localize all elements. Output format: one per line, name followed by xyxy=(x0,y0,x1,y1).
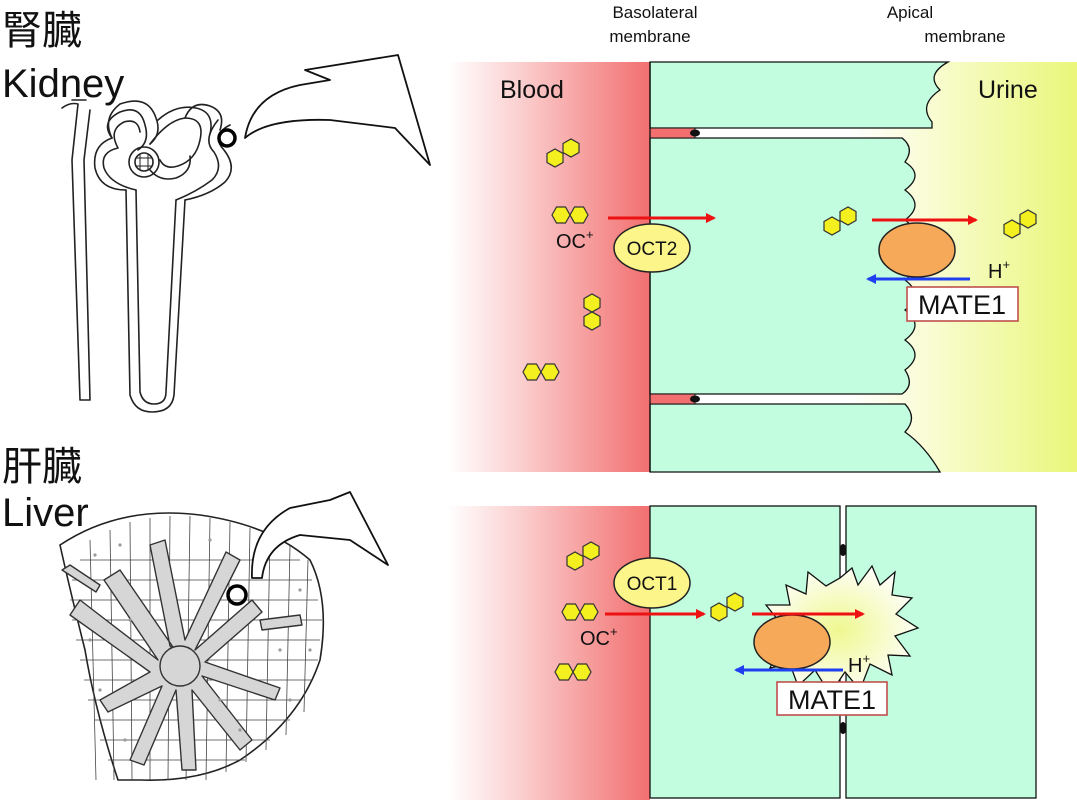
kidney-oc-label: OC+ xyxy=(556,227,594,253)
blood-label: Blood xyxy=(500,76,564,104)
liver-mate1-transporter xyxy=(753,614,831,670)
liver-title-ja: 肝臓 xyxy=(2,445,82,489)
oct2-transporter xyxy=(613,223,691,273)
oct1-transporter xyxy=(613,557,691,609)
kidney-mate1-label: MATE1 xyxy=(918,290,1006,320)
liver-lobule-illustration xyxy=(59,512,325,781)
liver-proton-label: H+ xyxy=(848,651,870,677)
kidney-title-ja: 腎臓 xyxy=(2,9,82,53)
basolateral-label-line1: Basolateral xyxy=(612,3,697,22)
apical-label-line1: Apical xyxy=(887,3,933,22)
liver-oc-label: OC+ xyxy=(580,624,618,650)
basolateral-label-line2: membrane xyxy=(609,27,690,46)
liver-mate1-box xyxy=(776,681,888,716)
kidney-proton-label: H+ xyxy=(988,257,1010,283)
oct2-label: OCT2 xyxy=(627,239,678,260)
nephron-illustration xyxy=(61,99,237,413)
liver-panel xyxy=(448,505,1037,800)
kidney-panel xyxy=(448,61,1077,473)
kidney-title-en: Kidney xyxy=(2,62,124,106)
kidney-mate1-box xyxy=(906,286,1019,322)
mate1-transporter xyxy=(878,222,956,278)
liver-mate1-label: MATE1 xyxy=(788,685,876,715)
liver-zoom-arrow xyxy=(251,491,389,579)
oct1-label: OCT1 xyxy=(627,574,678,595)
apical-label-line2: membrane xyxy=(924,27,1005,46)
kidney-zoom-arrow xyxy=(244,54,431,166)
liver-title-en: Liver xyxy=(2,491,89,535)
urine-label: Urine xyxy=(978,76,1038,104)
